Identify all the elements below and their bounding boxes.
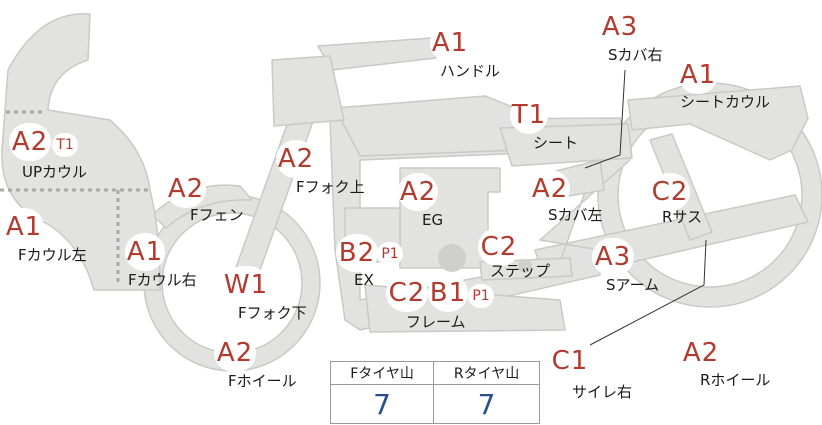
label-front-fork-lower: Fフォク下	[238, 304, 307, 322]
engine-circle-small	[518, 259, 532, 273]
label-side-cover-right: サイレ右	[572, 383, 633, 401]
label-engine: EG	[422, 211, 444, 229]
handle-shape	[317, 37, 437, 71]
front-tire-value: 7	[329, 384, 435, 424]
label-front-cowl-right: Fカウル右	[128, 271, 197, 289]
grade-front-cowl-left: A1	[4, 208, 44, 246]
grade-rear-suspension: C2	[650, 173, 690, 211]
grade-step: C2	[478, 228, 520, 266]
label-frame: フレーム	[406, 313, 466, 331]
grade-handle: A1	[430, 24, 470, 62]
rear-tire-value: 7	[433, 384, 540, 424]
badge-frame: P1	[468, 284, 494, 308]
front-tire-header: Fタイヤ山	[329, 361, 435, 385]
label-front-fork-upper: Fフォク上	[296, 178, 365, 196]
badge-upper-cowl: T1	[52, 133, 78, 157]
label-upper-cowl: UPカウル	[22, 163, 88, 181]
grade-frame-pre: C2	[386, 274, 428, 312]
label-swing-arm: Sアーム	[606, 276, 660, 294]
grade-exhaust: B2	[336, 234, 378, 272]
grade-front-cowl-right: A1	[125, 233, 165, 271]
grade-seat: T1	[510, 96, 548, 134]
label-handle: ハンドル	[440, 62, 501, 80]
label-front-fender: Fフェン	[190, 206, 244, 224]
grade-frame: B1	[428, 274, 468, 312]
grade-rear-wheel: A2	[680, 334, 722, 372]
label-rear-suspension: Rサス	[662, 208, 703, 226]
rear-tire-header: Rタイヤ山	[433, 361, 540, 385]
label-seat: シート	[533, 134, 579, 152]
label-step: ステップ	[490, 262, 551, 280]
label-front-cowl-left: Fカウル左	[18, 246, 87, 264]
grade-front-fork-lower: W1	[224, 266, 268, 304]
grade-front-fender: A2	[166, 170, 206, 208]
seat-shape	[499, 123, 633, 167]
label-seat-cover-right: Sカバ右	[608, 46, 663, 64]
label-rear-wheel: Rホイール	[700, 371, 771, 389]
grade-front-fork-upper: A2	[276, 140, 316, 178]
grade-seat-cover-left: A2	[530, 170, 570, 208]
badge-exhaust: P1	[377, 242, 403, 266]
grade-front-wheel: A2	[214, 334, 256, 372]
tire-tread-table: Fタイヤ山 Rタイヤ山 7 7	[329, 361, 540, 424]
grade-swing-arm: A3	[592, 238, 634, 276]
grade-engine: A2	[398, 173, 438, 211]
label-exhaust: EX	[354, 271, 374, 289]
engine-circle-main	[438, 244, 466, 272]
label-front-wheel: Fホイール	[228, 372, 297, 390]
grade-upper-cowl: A2	[9, 123, 51, 161]
leader-seat-cover-right	[584, 69, 626, 169]
headlight-shape	[271, 55, 345, 127]
label-seat-cowl: シートカウル	[680, 93, 771, 111]
grade-side-cover-right: C1	[550, 342, 590, 380]
seat-cowl-shape	[627, 85, 809, 161]
leader-swing-arm	[589, 239, 707, 346]
label-seat-cover-left: Sカバ左	[548, 206, 603, 224]
grade-seat-cover-right: A3	[600, 8, 640, 46]
tank-shape	[334, 95, 521, 157]
grade-seat-cowl: A1	[678, 56, 718, 94]
